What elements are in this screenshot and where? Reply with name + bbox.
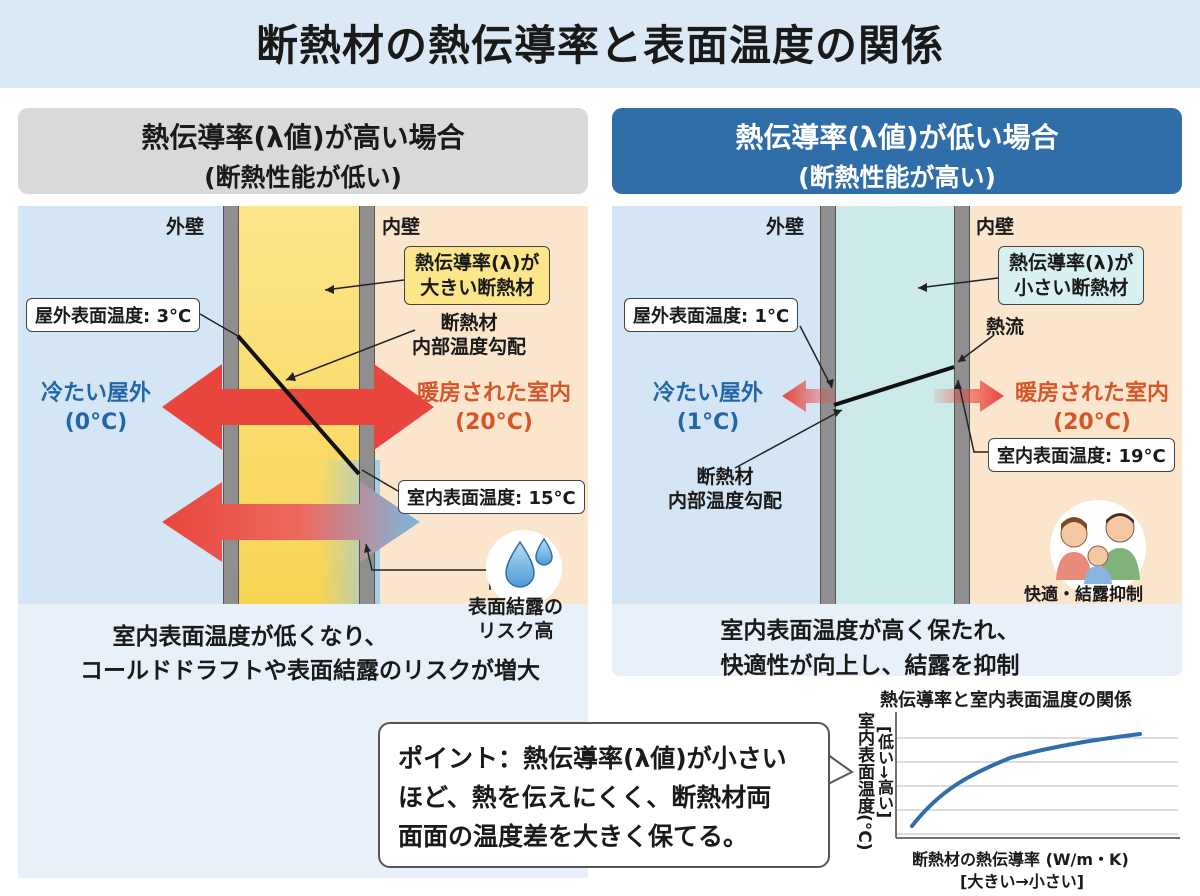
left-material-line2: 大きい断熱材 <box>420 276 535 299</box>
right-panel-heading: 熱伝導率(λ値)が低い場合 (断熱性能が高い) <box>612 108 1182 194</box>
water-droplet-icon <box>486 530 562 606</box>
comfort-label: 快適・結露抑制 <box>1024 585 1143 605</box>
left-warm-line1: 暖房された室内 <box>416 381 571 406</box>
left-warm-indoor-label: 暖房された室内 (20°C) <box>406 380 582 437</box>
mini-chart-ylabel: 室内表面温度(°C) <box>854 712 874 851</box>
right-heading-line1: 熱伝導率(λ値)が低い場合 <box>735 121 1059 154</box>
left-summary-line1: 室内表面温度が低くなり、 <box>112 624 388 650</box>
family-icon <box>1050 500 1146 596</box>
left-gradient-label: 断熱材 内部温度勾配 <box>412 312 526 360</box>
right-warm-line2: (20°C) <box>1053 409 1131 435</box>
right-inner-wall-label: 内壁 <box>976 216 1015 238</box>
right-material-line2: 小さい断熱材 <box>1014 276 1129 299</box>
left-heading-line1: 熱伝導率(λ値)が高い場合 <box>141 121 465 154</box>
right-material-line1: 熱伝導率(λ)が <box>1009 252 1134 274</box>
left-outer-wall-label: 外壁 <box>166 216 205 238</box>
right-outer-wall-label: 外壁 <box>766 216 805 238</box>
mini-chart-xlabel: 断熱材の熱伝導率 (W/m・K) <box>912 850 1129 869</box>
right-temperature-line <box>833 365 955 407</box>
mini-chart-gridlines <box>896 737 1178 835</box>
point-text: ポイント：熱伝導率(λ値)が小さい ほど、熱を伝えにくく、断熱材両 面面の温度差… <box>398 740 818 856</box>
condensation-line1: 表面結露の <box>468 596 564 618</box>
right-indoor-surface-temp: 室内表面温度: 19°C <box>988 438 1175 472</box>
right-outdoor-zone <box>612 206 820 604</box>
point-bubble <box>378 722 830 868</box>
left-cold-outdoor-label: 冷たい屋外 (0°C) <box>36 380 156 437</box>
point-line1: ポイント：熱伝導率(λ値)が小さい <box>398 744 787 773</box>
mini-chart-xrange: [大きい→小さい] <box>960 872 1085 891</box>
mini-chart-title: 熱伝導率と室内表面温度の関係 <box>880 690 1132 711</box>
left-gradient-line2: 内部温度勾配 <box>412 335 527 358</box>
left-material-line1: 熱伝導率(λ)が <box>415 252 540 274</box>
mini-chart <box>895 712 1180 839</box>
right-heading-line2: (断熱性能が高い) <box>798 163 996 192</box>
right-gradient-line1: 断熱材 <box>696 466 754 488</box>
left-gradient-line1: 断熱材 <box>440 312 498 334</box>
right-summary: 室内表面温度が高く保たれ、 快適性が向上し、結露を抑制 <box>700 614 1040 683</box>
right-material-box: 熱伝導率(λ)が 小さい断熱材 <box>998 246 1145 306</box>
right-heat-arrow-in <box>934 380 1004 412</box>
condensation-risk-label: 表面結露の リスク高 <box>468 596 563 644</box>
mini-chart-yrange: [低い→高い] <box>875 726 894 819</box>
right-insulation-layer <box>834 206 954 604</box>
condensation-line2: リスク高 <box>477 619 554 642</box>
right-gradient-line2: 内部温度勾配 <box>668 489 783 512</box>
right-warm-indoor-label: 暖房された室内 (20°C) <box>1004 380 1180 437</box>
right-cold-line1: 冷たい屋外 <box>652 381 763 406</box>
left-panel-heading: 熱伝導率(λ値)が高い場合 (断熱性能が低い) <box>18 108 588 194</box>
point-line2: ほど、熱を伝えにくく、断熱材両 <box>398 782 772 812</box>
left-summary-line2: コールドドラフトや表面結露のリスクが増大 <box>80 658 540 684</box>
right-warm-line1: 暖房された室内 <box>1014 381 1169 406</box>
right-outdoor-surface-temp: 屋外表面温度: 1°C <box>624 298 799 332</box>
left-heading-line2: (断熱性能が低い) <box>204 163 402 192</box>
left-warm-line2: (20°C) <box>455 409 533 435</box>
mini-chart-curve <box>910 732 1142 828</box>
title-bar <box>0 0 1200 88</box>
heat-flow-label: 熱流 <box>986 316 1025 338</box>
right-cold-line2: (1°C) <box>676 409 740 435</box>
left-outdoor-surface-temp: 屋外表面温度: 3°C <box>26 298 201 332</box>
right-heat-arrow-out <box>782 380 836 412</box>
left-summary: 室内表面温度が低くなり、 <box>40 620 460 655</box>
left-cold-line1: 冷たい屋外 <box>40 381 151 406</box>
right-summary-line1: 室内表面温度が高く保たれ、 <box>720 618 1020 644</box>
right-cold-outdoor-label: 冷たい屋外 (1°C) <box>640 380 776 437</box>
left-temperature-line <box>236 334 361 476</box>
left-material-box: 熱伝導率(λ)が 大きい断熱材 <box>404 246 551 306</box>
left-summary-2: コールドドラフトや表面結露のリスクが増大 <box>60 654 560 689</box>
right-gradient-label: 断熱材 内部温度勾配 <box>668 466 782 514</box>
point-line3: 面面の温度差を大きく保てる。 <box>398 821 749 851</box>
left-cold-line2: (0°C) <box>64 409 128 435</box>
left-leader-arrowheads <box>286 285 371 553</box>
right-leader-arrowheads <box>826 283 966 417</box>
left-heat-arrow-lower <box>162 482 420 562</box>
right-inner-wall <box>954 206 970 604</box>
right-summary-line2: 快適性が向上し、結露を抑制 <box>720 652 1020 679</box>
left-inner-wall-label: 内壁 <box>382 216 421 238</box>
page-title: 断熱材の熱伝導率と表面温度の関係 <box>255 21 944 70</box>
left-indoor-surface-temp: 室内表面温度: 15°C <box>398 480 585 514</box>
